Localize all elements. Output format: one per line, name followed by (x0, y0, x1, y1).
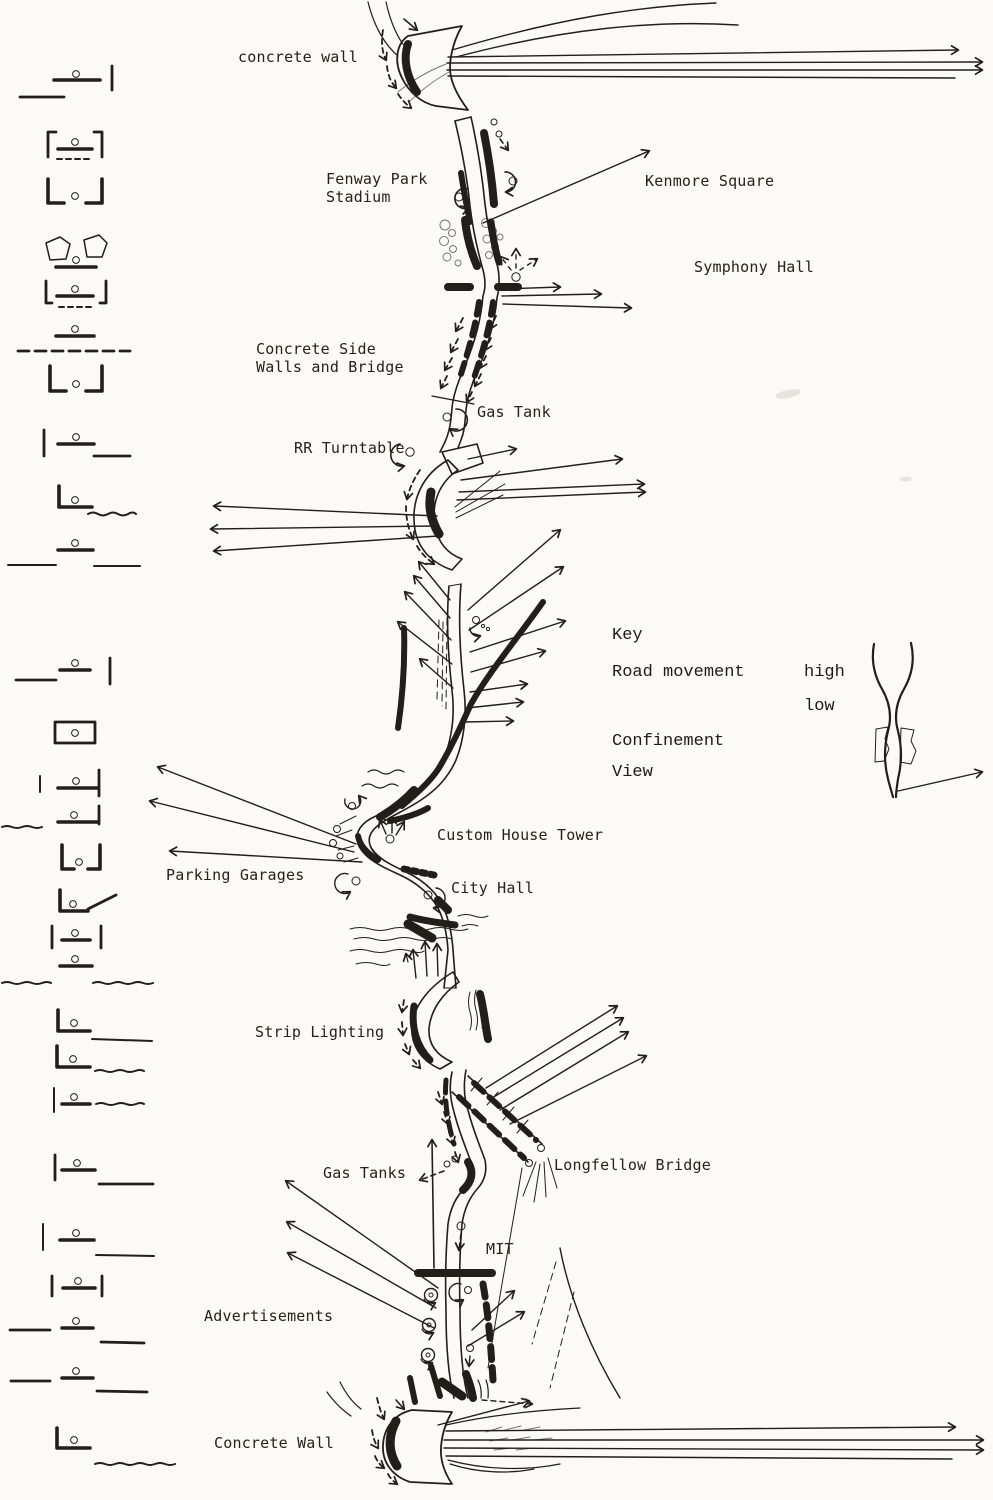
section-symbol-4 (45, 234, 108, 269)
upper-road-segment (431, 116, 651, 453)
confinement-sample (874, 726, 890, 763)
label-strip-lighting: Strip Lighting (255, 1023, 385, 1041)
label-rr-turntable: RR Turntable (294, 439, 405, 457)
key-high: high (804, 663, 845, 682)
view-sample-arrow (897, 768, 984, 792)
label-mit: MIT (486, 1240, 514, 1258)
label-gas-tank: Gas Tank (477, 403, 551, 421)
label-gas-tanks: Gas Tanks (323, 1164, 407, 1182)
scan-smudge (900, 476, 912, 482)
label-city-hall: City Hall (451, 879, 535, 897)
cross-section-column (1, 64, 176, 1466)
section-symbol-17 (50, 924, 103, 950)
section-symbol-23 (42, 1223, 155, 1257)
section-symbol-3 (46, 177, 104, 205)
key-title: Key (612, 626, 643, 645)
section-symbol-1 (18, 64, 114, 99)
confinement-sample (899, 727, 917, 765)
kenmore-knot-texture (439, 218, 504, 267)
section-symbol-2 (46, 130, 104, 160)
key-road-movement: Road movement (612, 663, 745, 682)
top-interchange (367, 1, 984, 111)
label-concrete-wall-bottom: Concrete Wall (214, 1434, 334, 1452)
label-concrete-wall-top: concrete wall (238, 48, 358, 66)
label-advertisements: Advertisements (204, 1307, 334, 1325)
custom-house-knot (148, 764, 459, 989)
label-parking-garages: Parking Garages (166, 866, 305, 884)
river-crossing (349, 914, 489, 979)
section-symbol-19 (56, 1008, 153, 1042)
middle-fan-section (361, 528, 567, 821)
scan-smudge (775, 389, 801, 399)
bottom-interchange (326, 1381, 985, 1486)
label-custom-house-tower: Custom House Tower (437, 826, 604, 844)
key-confinement: Confinement (612, 732, 725, 751)
section-symbol-15 (60, 843, 102, 871)
kenmore-burst-arrows (499, 247, 539, 282)
section-symbol-6 (16, 325, 132, 353)
symphony-view-arrows (501, 282, 633, 313)
section-symbol-12 (53, 720, 97, 745)
section-symbol-16 (58, 888, 118, 913)
longfellow-section (284, 1004, 648, 1409)
section-symbol-7 (48, 364, 104, 393)
label-symphony-hall: Symphony Hall (694, 258, 814, 276)
section-symbol-11 (14, 656, 112, 686)
strip-lighting-curve (397, 971, 492, 1070)
bridge-tower-rays (522, 1157, 558, 1203)
section-symbol-21 (53, 1087, 145, 1113)
bridge-view-arrows (485, 1004, 648, 1125)
wall-flow-arrows (439, 315, 498, 404)
section-symbol-26 (9, 1367, 149, 1394)
label-longfellow-bridge: Longfellow Bridge (554, 1156, 711, 1174)
section-symbol-14 (1, 804, 101, 829)
section-symbol-24 (50, 1274, 104, 1298)
section-symbol-13 (39, 768, 101, 798)
fan-view-arrows (396, 528, 567, 727)
parking-view-arrows (148, 764, 363, 863)
key-low: low (804, 697, 835, 716)
section-symbol-18 (1, 955, 154, 985)
rr-turntable-curve (209, 443, 647, 571)
section-symbol-27 (55, 1426, 176, 1466)
section-symbol-10 (7, 539, 141, 567)
label-concrete-side-walls: Concrete Side Walls and Bridge (256, 340, 404, 376)
section-symbol-8 (42, 428, 132, 458)
section-symbol-9 (57, 484, 137, 517)
section-symbol-5 (44, 279, 108, 308)
label-kenmore-square: Kenmore Square (645, 172, 775, 190)
key-view: View (612, 763, 653, 782)
section-symbol-25 (8, 1317, 146, 1345)
section-symbol-20 (55, 1044, 145, 1073)
key-diagram (871, 641, 984, 799)
label-fenway-park: Fenway Park Stadium (326, 170, 428, 206)
section-symbol-22 (53, 1153, 155, 1186)
merge-hatch (485, 1425, 553, 1451)
lower-left-view-arrows (284, 1179, 439, 1329)
